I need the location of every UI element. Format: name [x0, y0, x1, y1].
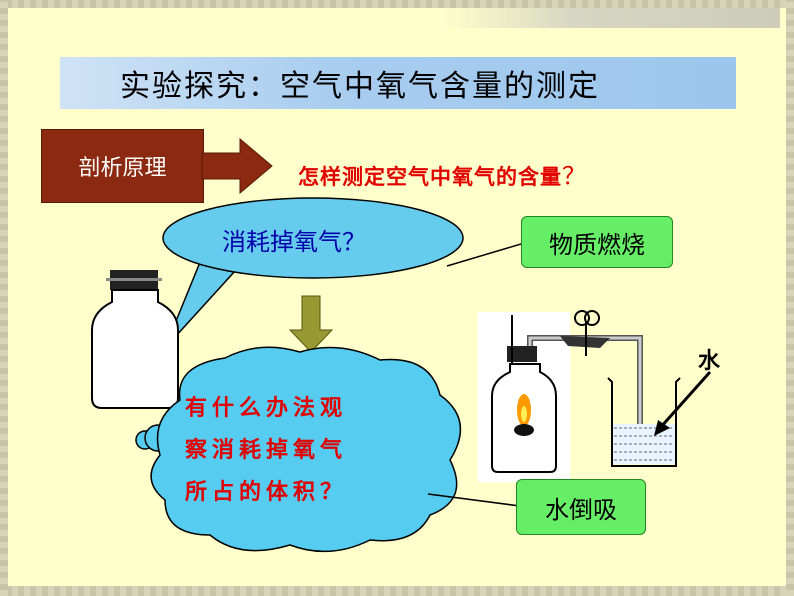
cloud-line-2: 察消耗掉氧气 [185, 438, 348, 463]
bubble-text: 消耗掉氧气？ [222, 228, 366, 256]
connector-burning [446, 243, 522, 267]
cloud-line-3: 所占的体积？ [185, 480, 348, 505]
question-text: 怎样测定空气中氧气的含量？ [298, 156, 587, 191]
principle-label: 剖析原理 [78, 156, 167, 181]
cloud-text: 有什么办法观 察消耗掉氧气 所占的体积？ [185, 388, 415, 514]
backflow-label-box: 水倒吸 [516, 479, 646, 535]
question-mark: ？ [562, 162, 587, 190]
down-arrow-icon [288, 295, 334, 353]
apparatus-icon [478, 312, 643, 482]
frame-top [0, 0, 794, 8]
speech-bubble [162, 197, 464, 349]
cloud-line-1: 有什么办法观 [185, 396, 348, 421]
bottle-icon [91, 270, 179, 409]
cloud-shape [135, 346, 462, 553]
connector-backflow [427, 493, 521, 507]
question-body: 怎样测定空气中氧气的含量 [298, 165, 562, 189]
slide-title: 实验探究：空气中氧气含量的测定 [120, 69, 600, 104]
burning-label-box: 物质燃烧 [521, 216, 673, 268]
burning-label: 物质燃烧 [549, 230, 645, 259]
frame-bottom [0, 586, 794, 596]
frame-left [0, 0, 8, 596]
right-arrow-icon [201, 137, 273, 195]
beaker-icon [607, 377, 681, 467]
title-bar: 实验探究：空气中氧气含量的测定 [60, 57, 736, 109]
backflow-label: 水倒吸 [545, 495, 617, 524]
header-band [440, 8, 780, 28]
water-label: 水 [698, 349, 721, 374]
frame-right [786, 0, 794, 596]
clamp-icon [560, 310, 610, 356]
water-pointer-icon [654, 371, 712, 436]
